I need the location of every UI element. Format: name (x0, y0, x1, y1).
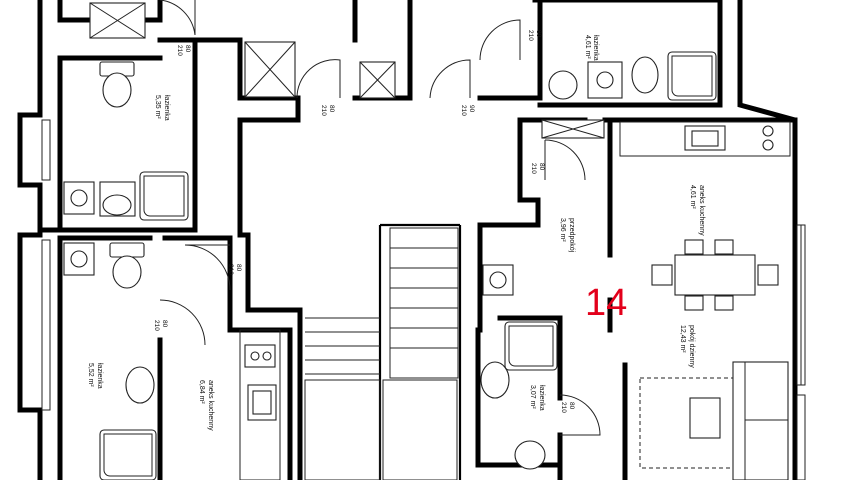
room-area-kitchen-right: 4,61 m² (689, 185, 696, 209)
room-name-bath-left-lower: łazienka (96, 363, 103, 389)
bathroom-fixtures (63, 51, 717, 480)
room-area-bath-left-lower: 5,52 m² (87, 363, 94, 387)
room-name-bath-center: łazienka (538, 385, 545, 411)
room-area-kitchen-left: 6,84 m² (198, 380, 205, 404)
room-name-living: pokój dzienny (688, 325, 695, 368)
door-dim-h: 210 (460, 105, 467, 116)
kitchen-fixtures (239, 121, 791, 480)
door-dim-h: 210 (227, 264, 234, 275)
room-name-hallway: przedpokój (568, 218, 575, 253)
door-dim-h: 210 (527, 30, 534, 41)
door-dim-h: 210 (560, 402, 567, 413)
door-dim-w: 80 (161, 320, 168, 328)
room-area-hallway: 3,96 m² (559, 218, 566, 242)
door-dim-h: 210 (153, 320, 160, 331)
door-dim-w: 80 (568, 402, 575, 410)
doors (159, 0, 601, 436)
door-dim-w: 80 (535, 30, 542, 38)
door-dim-h: 210 (320, 105, 327, 116)
furniture (639, 239, 789, 480)
door-dim-w: 90 (468, 105, 475, 113)
door-dim-w: 80 (328, 105, 335, 113)
room-name-bath-left-upper: łazienka (163, 95, 170, 121)
unit-number: 14 (585, 282, 627, 324)
room-name-bath-top-right: łazienka (592, 35, 599, 61)
door-dim-w: 80 (235, 264, 242, 272)
door-dim-h: 210 (530, 163, 537, 174)
windows (41, 119, 806, 480)
staircase (304, 227, 459, 480)
door-dim-h: 210 (176, 45, 183, 56)
room-area-living: 12,43 m² (679, 325, 686, 353)
door-dim-w: 80 (184, 45, 191, 53)
room-name-kitchen-left: aneks kuchenny (207, 380, 214, 431)
room-name-kitchen-right: aneks kuchenny (698, 185, 705, 236)
ventilation-shafts (89, 2, 605, 139)
room-area-bath-left-upper: 5,35 m² (154, 95, 161, 119)
room-labels: łazienka 4,61 m² łazienka 5,35 m² łazien… (87, 35, 705, 431)
room-area-bath-center: 3,07 m² (529, 385, 536, 409)
door-dim-w: 80 (538, 163, 545, 171)
door-dimensions: 80 210 80 210 90 210 80 210 80 210 80 21… (153, 30, 575, 413)
room-area-bath-top-right: 4,61 m² (584, 35, 591, 59)
